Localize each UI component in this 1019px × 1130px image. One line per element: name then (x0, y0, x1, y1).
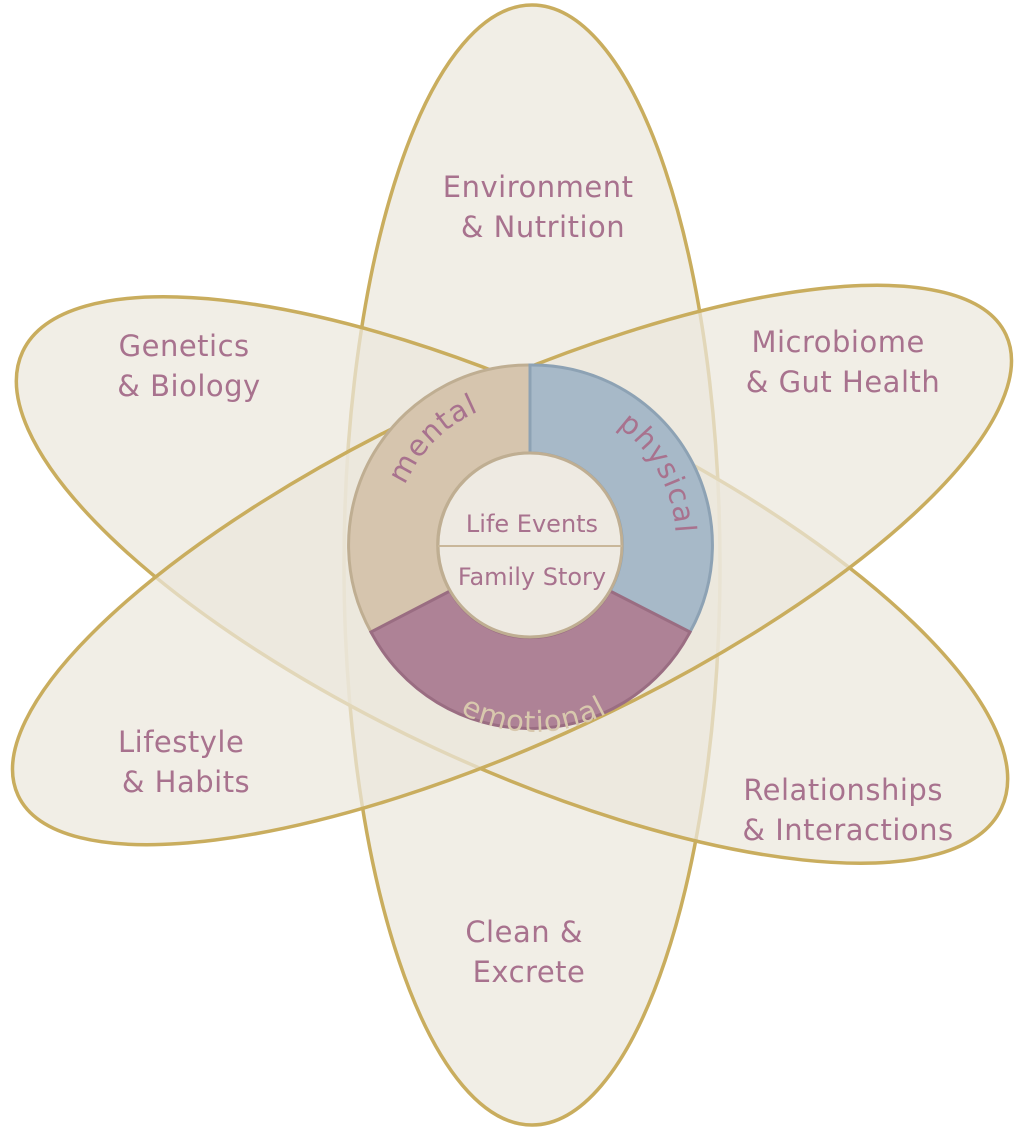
label-microbiome-line2: & Gut Health (746, 365, 941, 399)
label-microbiome-gut-health: Microbiome & Gut Health (746, 325, 941, 399)
label-lifestyle-line1: Lifestyle (118, 725, 244, 759)
label-genetics-line1: Genetics (119, 329, 250, 363)
label-relationships-line1: Relationships (743, 773, 943, 807)
label-environment-nutrition: Environment & Nutrition (443, 170, 643, 244)
label-relationships-interactions: Relationships & Interactions (742, 773, 953, 847)
label-clean-excrete: Clean & Excrete (465, 915, 592, 989)
center-label-life-events: Life Events (466, 510, 598, 538)
label-clean-line2: Excrete (473, 955, 586, 989)
center-label-family-story: Family Story (458, 563, 606, 591)
label-genetics-line2: & Biology (117, 369, 260, 403)
center-ring (347, 363, 714, 731)
label-environment-line2: & Nutrition (461, 210, 625, 244)
label-genetics-biology: Genetics & Biology (117, 329, 260, 403)
label-lifestyle-habits: Lifestyle & Habits (118, 725, 254, 799)
label-microbiome-line1: Microbiome (751, 325, 924, 359)
outer-labels: Environment & Nutrition Microbiome & Gut… (117, 170, 953, 989)
label-lifestyle-line2: & Habits (122, 765, 250, 799)
label-clean-line1: Clean & (465, 915, 583, 949)
label-environment-line1: Environment (443, 170, 634, 204)
label-relationships-line2: & Interactions (742, 813, 953, 847)
